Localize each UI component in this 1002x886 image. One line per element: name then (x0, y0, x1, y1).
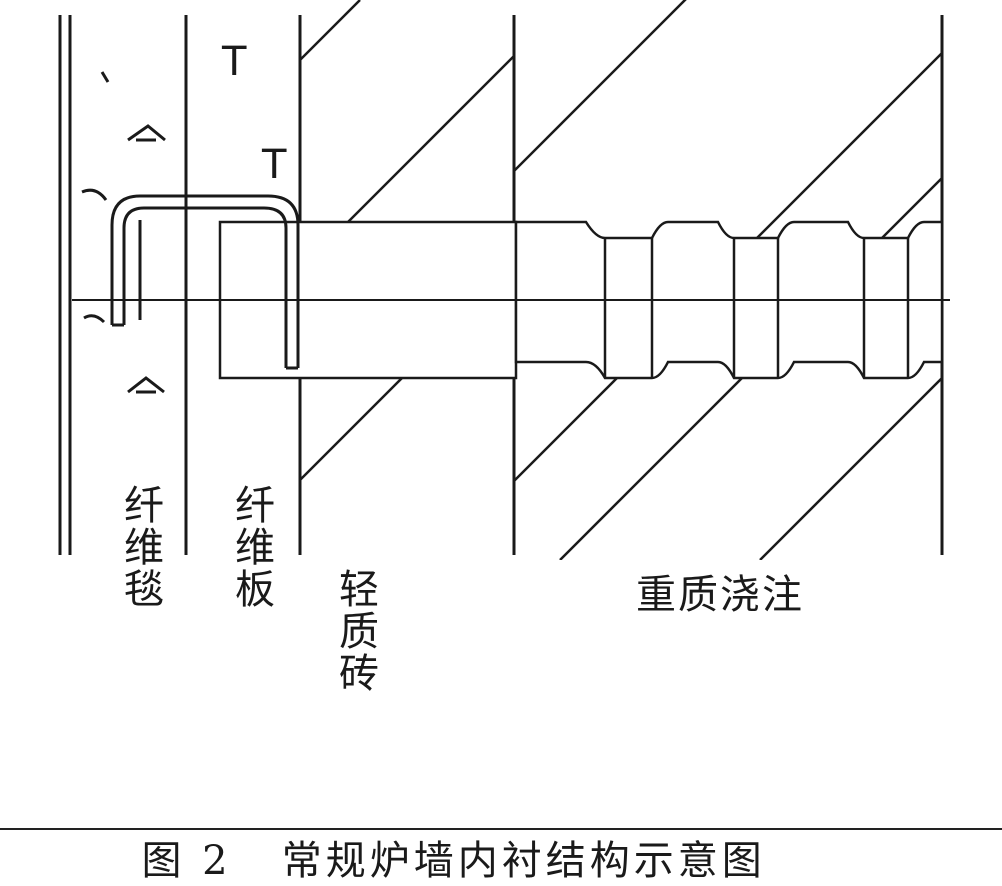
figure-title: 常规炉墙内衬结构示意图 (281, 838, 766, 884)
label-fiber-board: 纤维板 (228, 484, 274, 610)
label-fiber-blanket: 纤维毯 (117, 484, 163, 610)
blanket-marks (81, 71, 188, 470)
thermocouple-mark-lower: T (261, 142, 287, 188)
thermocouple-mark-upper: T (221, 39, 247, 85)
label-lightweight-brick: 轻质砖 (332, 568, 378, 694)
label-heavy-castable: 重质浇注 (636, 572, 804, 618)
bottom-rule (0, 828, 1002, 830)
furnace-wall-lining-diagram: T T (58, 0, 950, 560)
u-clip (110, 194, 300, 370)
figure-number: 图 2 (141, 838, 232, 884)
figure-caption: 图 2 常规炉墙内衬结构示意图 (108, 782, 766, 886)
